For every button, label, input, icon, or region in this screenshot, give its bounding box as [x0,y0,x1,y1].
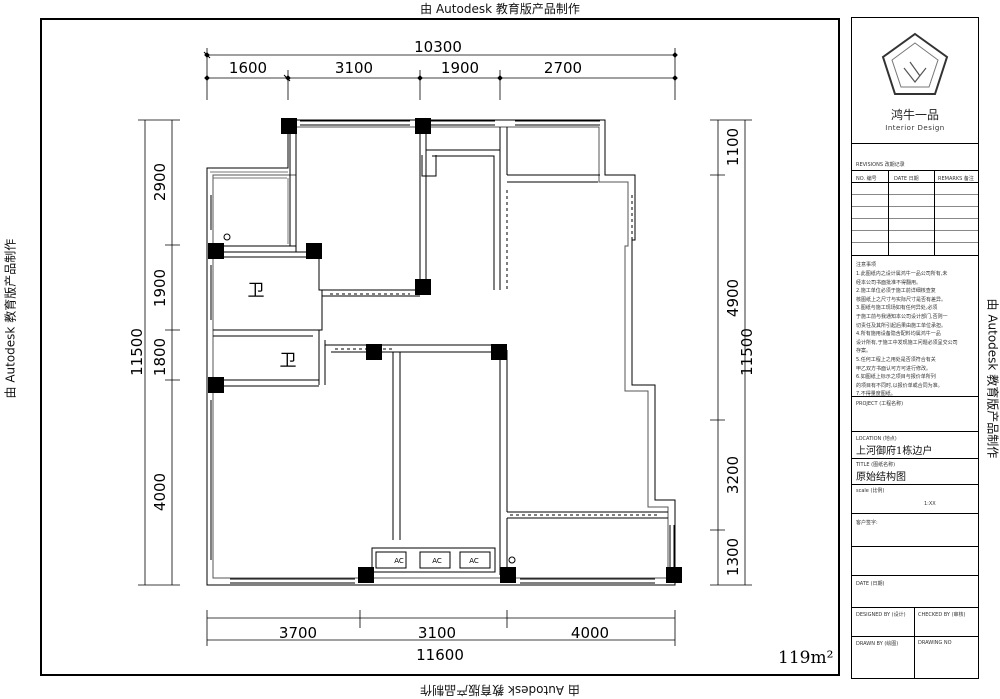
dim-right-1: 1100 [724,128,742,166]
dim-bottom-total: 11600 [416,646,464,664]
room-label-bathroom-2: 卫 [280,351,297,371]
watermark-left: 由 Autodesk 教育版产品制作 [2,299,19,399]
project-label: PROJECT (工程名称) [856,400,903,407]
designed-by-label: DESIGNED BY (设计) [856,611,906,618]
rev-date-label: DATE 日期 [894,175,919,182]
ac-label-1: AC [394,557,404,565]
location-value: 上河御府1栋边户 [856,442,932,457]
ac-label-2: AC [432,557,442,565]
dim-right-4: 1300 [724,538,742,576]
dim-top-3: 1900 [441,59,479,77]
dim-top-2: 3100 [335,59,373,77]
drawing-no-label: DRAWING NO [918,640,952,646]
floor-plan: 10300 1600 3100 1900 2700 3700 3100 4000… [40,18,840,676]
checked-by-label: CHECKED BY (审核) [918,611,965,618]
drawn-by-label: DRAWN BY (绘图) [856,640,898,647]
title-block: 鸿牛一品 Interior Design REVISIONS 改期记录 NO. … [851,17,979,679]
rev-no-label: NO. 编号 [856,175,877,182]
dim-right-total: 11500 [738,328,756,376]
title-label: TITLE (图纸名称) [856,461,895,468]
scale-value: 1:XX [924,501,936,507]
company-name-en: Interior Design [852,124,978,132]
ac-label-3: AC [469,557,479,565]
dim-top-4: 2700 [544,59,582,77]
dim-left-total: 11500 [128,328,146,376]
location-label: LOCATION (地点) [856,435,897,442]
dim-right-2: 4900 [724,279,742,317]
revisions-label: REVISIONS 改期记录 [856,161,905,168]
dim-right-3: 3200 [724,456,742,494]
room-label-bathroom-1: 卫 [248,281,265,301]
watermark-right: 由 Autodesk 教育版产品制作 [985,299,1000,399]
dim-bottom-3: 4000 [571,624,609,642]
watermark-bottom: 由 Autodesk 教育版产品制作 [420,682,580,699]
area-label: 119m² [778,648,833,668]
notes-list: 1.此图纸内之设计属鸿牛一品公司所有,未 经本公司书面批准不得翻用。 2.施工单… [856,270,976,399]
title-value: 原始结构图 [856,468,906,483]
dim-left-1: 2900 [151,163,169,201]
dim-left-4: 4000 [151,473,169,511]
rev-remarks-label: REMARKS 备注 [938,175,974,182]
client-signature-label: 客户签字: [856,519,878,526]
company-name: 鸿牛一品 [852,106,978,123]
notes-title: 注意事项 [856,261,876,268]
watermark-top: 由 Autodesk 教育版产品制作 [420,0,580,17]
dim-bottom-2: 3100 [418,624,456,642]
date-label: DATE (日期) [856,580,885,587]
dim-top-total: 10300 [414,38,462,56]
pentagon-logo-icon [852,18,978,108]
scale-label: scale (比例) [856,487,884,494]
dim-bottom-1: 3700 [279,624,317,642]
dim-top-1: 1600 [229,59,267,77]
dim-left-3: 1800 [151,338,169,376]
dim-left-2: 1900 [151,269,169,307]
